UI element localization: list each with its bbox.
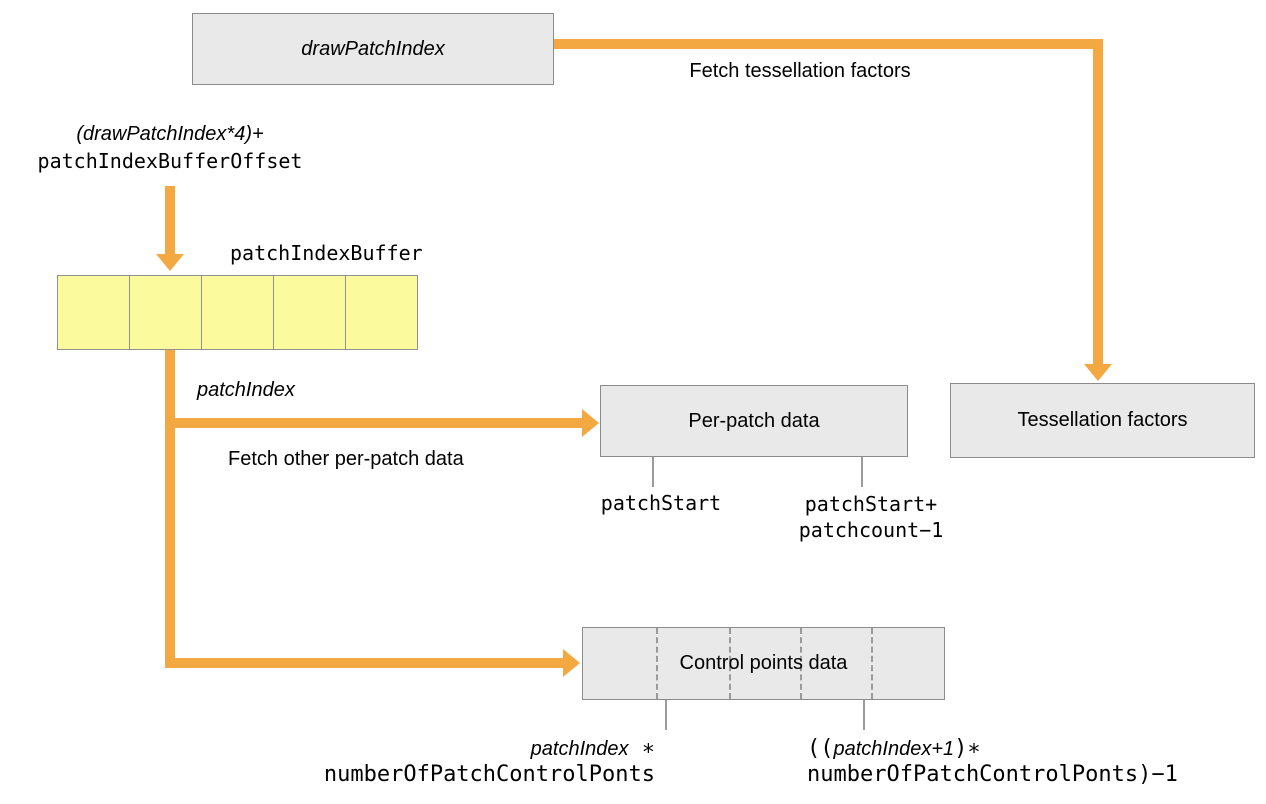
label-cp-end-close: )∗ <box>954 736 981 761</box>
node-control-points-data: Control points data <box>582 627 945 700</box>
buffer-cell <box>274 276 346 349</box>
node-control-points-data-label: Control points data <box>679 652 848 674</box>
tick-patch-end <box>861 457 863 487</box>
label-patch-end-line2: patchcount−1 <box>798 518 944 542</box>
arrow-fetch-per-patch-shaft <box>165 418 582 428</box>
dashed-separator <box>871 628 873 699</box>
buffer-cell <box>130 276 202 349</box>
arrow-fetch-tessellation-horizontal <box>554 39 1103 49</box>
tick-cp-end <box>863 700 865 730</box>
arrow-trunk-vertical <box>165 350 175 668</box>
arrow-control-points-head <box>563 649 580 677</box>
label-cp-start: patchIndex ∗ numberOfPatchControlPonts <box>305 736 655 788</box>
label-cp-end-italic: patchIndex+1 <box>833 738 955 760</box>
node-draw-patch-index-label: drawPatchIndex <box>301 37 445 60</box>
label-patch-start: patchStart <box>600 491 722 515</box>
label-cp-start-italic: patchIndex <box>530 738 629 760</box>
arrow-fetch-tessellation-head <box>1084 364 1112 381</box>
label-patch-index: patchIndex <box>197 379 295 401</box>
label-fetch-tessellation: Fetch tessellation factors <box>689 60 911 82</box>
buffer-cell <box>58 276 130 349</box>
label-patch-end-line1: patchStart+ <box>804 492 938 516</box>
buffer-cell <box>346 276 417 349</box>
arrow-control-points-shaft <box>165 658 563 668</box>
label-buffer-offset-line1: (drawPatchIndex*4)+ <box>76 123 264 145</box>
dashed-separator <box>656 628 658 699</box>
tick-cp-start <box>665 700 667 730</box>
tick-patch-start <box>652 457 654 487</box>
node-per-patch-data: Per-patch data <box>600 385 908 457</box>
label-buffer-offset-line2: patchIndexBufferOffset <box>37 149 303 173</box>
arrow-fetch-per-patch-head <box>582 409 599 437</box>
label-patch-index-buffer: patchIndexBuffer <box>230 241 423 265</box>
dashed-separator <box>800 628 802 699</box>
node-tessellation-factors-label: Tessellation factors <box>1017 409 1188 431</box>
arrow-into-buffer-head <box>156 254 184 271</box>
label-cp-end-open: (( <box>807 736 834 761</box>
arrow-into-buffer-shaft <box>165 186 175 254</box>
label-cp-start-star: ∗ <box>628 736 655 761</box>
label-cp-end-line2: numberOfPatchControlPonts)−1 <box>807 762 1178 787</box>
label-patch-end: patchStart+ patchcount−1 <box>771 491 971 543</box>
label-cp-start-line2: numberOfPatchControlPonts <box>323 762 655 787</box>
arrow-fetch-tessellation-vertical <box>1093 39 1103 364</box>
node-draw-patch-index: drawPatchIndex <box>192 13 554 85</box>
patch-index-buffer <box>57 275 418 350</box>
label-fetch-per-patch: Fetch other per-patch data <box>228 448 464 470</box>
label-cp-end: ((patchIndex+1)∗ numberOfPatchControlPon… <box>807 736 1227 788</box>
buffer-cell <box>202 276 274 349</box>
node-tessellation-factors: Tessellation factors <box>950 383 1255 458</box>
node-per-patch-data-label: Per-patch data <box>688 409 820 432</box>
dashed-separator <box>729 628 731 699</box>
